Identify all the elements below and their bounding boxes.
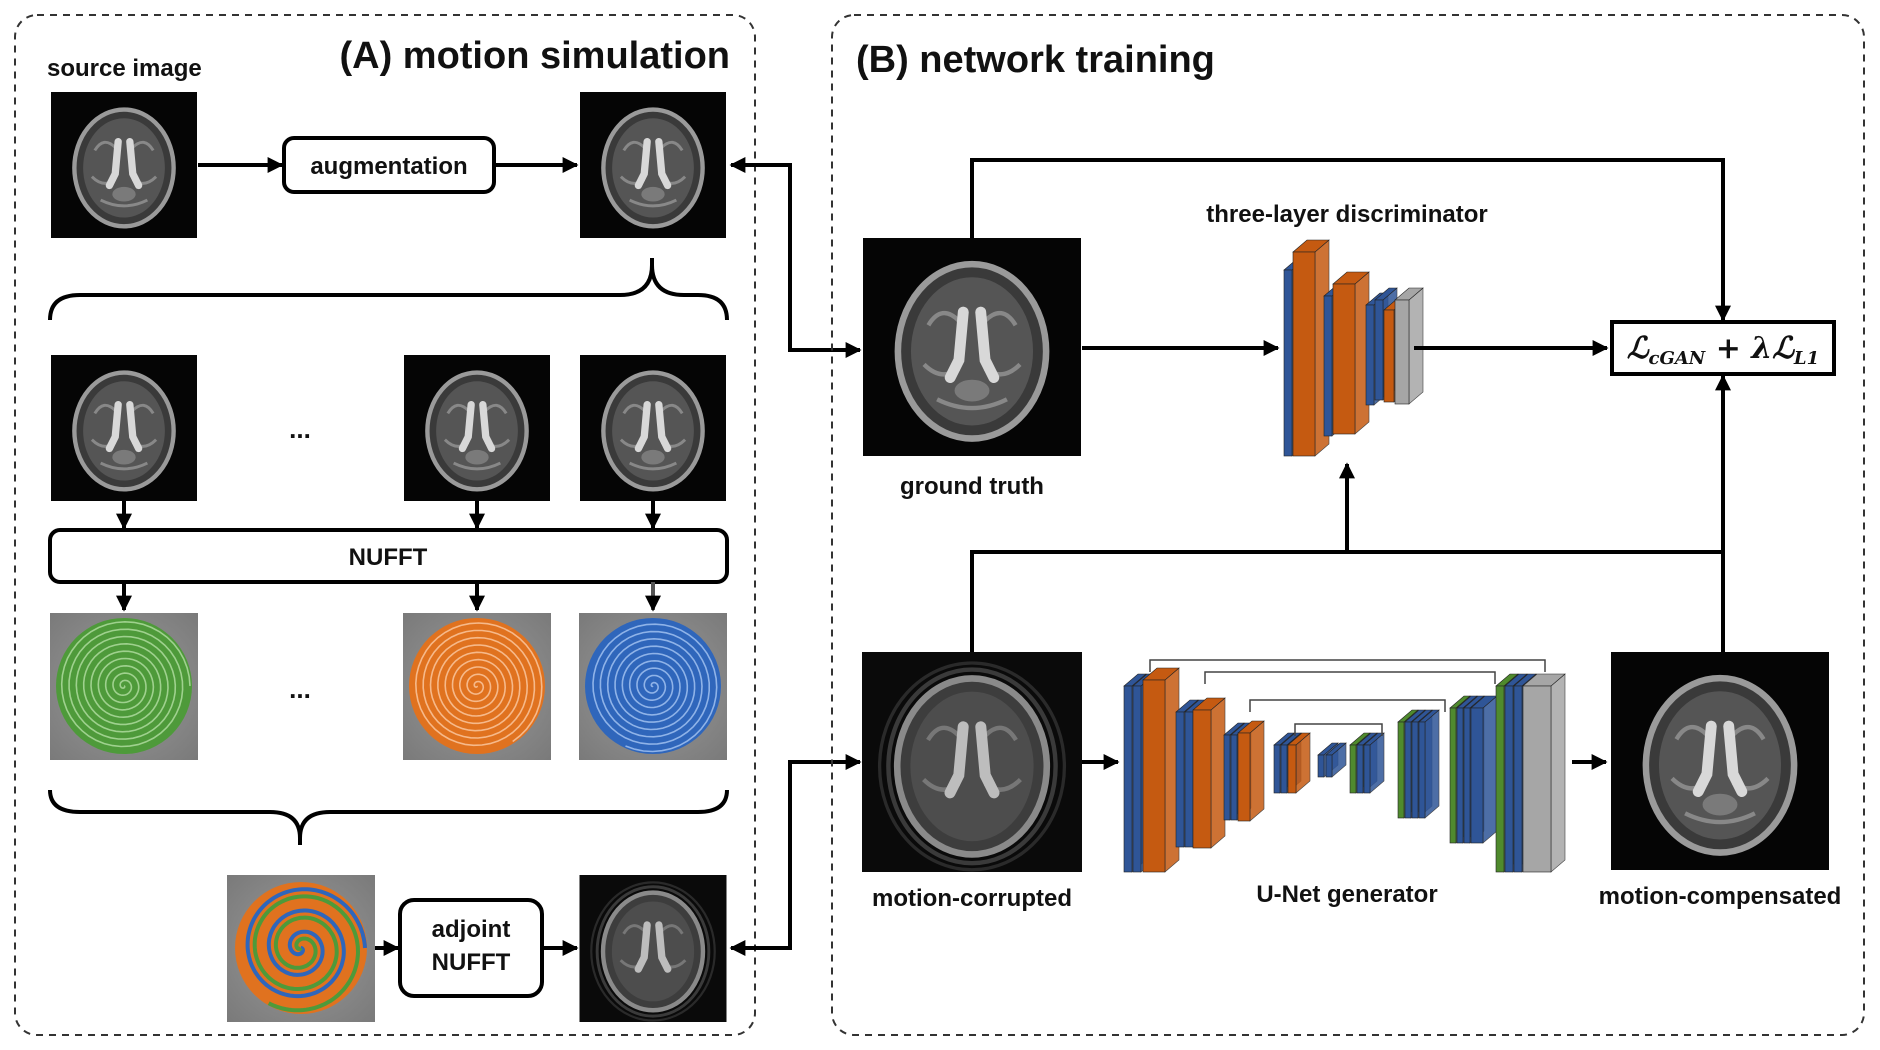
source-image xyxy=(51,92,197,238)
spiral-combined-green xyxy=(252,894,361,1013)
top-brace xyxy=(48,258,729,321)
discriminator-layers xyxy=(1283,239,1424,457)
source-image-label: source image xyxy=(47,55,202,82)
motion-compensated-label: motion-compensated xyxy=(1599,883,1842,910)
panel-b-title: (B) network training xyxy=(856,39,1215,81)
skip-connection-2 xyxy=(1204,671,1496,684)
motion-corrupted-image xyxy=(862,652,1082,872)
adjoint-nufft-box xyxy=(398,898,544,998)
nufft-box xyxy=(48,528,729,584)
motion-compensated-image xyxy=(1611,652,1829,870)
adjoint-label-line2: NUFFT xyxy=(432,949,511,976)
motion-corrupted-label: motion-corrupted xyxy=(872,885,1072,912)
ellipsis-row2: ... xyxy=(289,674,311,704)
ground-truth-label: ground truth xyxy=(900,473,1044,500)
augmentation-label: augmentation xyxy=(310,153,467,180)
connector-to-ground-truth xyxy=(729,157,862,358)
unet-layer-6 xyxy=(1192,697,1226,849)
kspace-blue xyxy=(579,613,727,760)
disc-layer-4 xyxy=(1332,271,1370,435)
loss-box xyxy=(1610,320,1836,376)
rotated-image-3 xyxy=(580,355,726,501)
panel-a-title: (A) motion simulation xyxy=(339,35,730,77)
ellipsis-row1: ... xyxy=(289,414,311,444)
unet-layer-21 xyxy=(1418,709,1440,819)
adjoint-label-line1: adjoint xyxy=(432,916,511,943)
loss-formula: ℒcGAN + λℒL1 xyxy=(1627,331,1819,369)
disc-layer-2 xyxy=(1292,239,1330,457)
kspace-orange xyxy=(403,613,551,760)
panel-b-frame xyxy=(831,14,1865,1036)
skip-connection-3 xyxy=(1249,699,1446,712)
unet-layer-9 xyxy=(1237,720,1265,822)
unet-generator-layers xyxy=(1123,667,1566,873)
rotated-image-1 xyxy=(51,355,197,501)
spiral-combined-blue xyxy=(245,887,367,999)
bottom-brace xyxy=(48,789,729,845)
skip-connection-1 xyxy=(1149,659,1546,672)
kspace-combined xyxy=(227,875,375,1022)
panel-a: (A) motion simulation source image augme… xyxy=(14,14,756,1036)
unet-layer-12 xyxy=(1287,732,1311,794)
skip-connection-4 xyxy=(1294,723,1383,736)
rotated-image-2 xyxy=(404,355,550,501)
generator-label: U-Net generator xyxy=(1256,881,1437,908)
ground-truth-image xyxy=(863,238,1081,456)
unet-layer-29 xyxy=(1522,673,1566,873)
gt-to-loss-line xyxy=(970,158,1731,322)
discriminator-label: three-layer discriminator xyxy=(1206,201,1487,228)
unet-skip-connections xyxy=(1149,659,1546,736)
corrupted-output-image xyxy=(580,875,727,1022)
panel-b: (B) network training ground truth three-… xyxy=(831,14,1865,1036)
connector-to-motion-corrupted xyxy=(729,754,862,956)
spiral-blue-lines xyxy=(592,623,718,753)
corrupted-to-bus-line xyxy=(970,550,1723,652)
unet-layer-14 xyxy=(1325,742,1347,778)
spiral-orange-lines xyxy=(414,622,543,747)
unet-layer-25 xyxy=(1470,695,1498,844)
spiral-green-lines xyxy=(60,620,191,748)
kspace-green xyxy=(50,613,198,760)
unet-layer-3 xyxy=(1142,667,1180,873)
nufft-label: NUFFT xyxy=(349,544,428,571)
unet-layer-17 xyxy=(1363,732,1385,794)
augmented-image xyxy=(580,92,726,238)
